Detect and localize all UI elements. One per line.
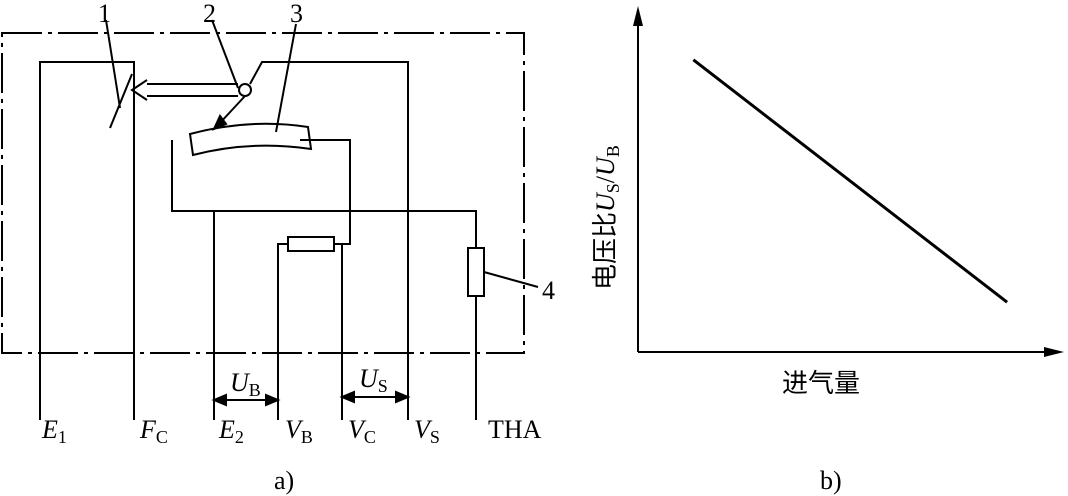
terminal-tha-main: THA	[488, 415, 542, 444]
ub-arrow-left	[211, 393, 227, 407]
y-label-num-sub: S	[603, 183, 623, 193]
wire-vs	[249, 61, 409, 420]
wire-e1	[39, 61, 135, 420]
x-axis-label: 进气量	[782, 369, 860, 399]
caption-b: b)	[820, 466, 842, 495]
wire-vb	[277, 243, 288, 420]
y-label-num: U	[591, 191, 620, 212]
callout-1-leader	[105, 19, 121, 109]
y-label-slash: /	[591, 175, 620, 183]
enclosure-dashdot	[1, 32, 525, 354]
circuit-diagram	[1, 19, 539, 420]
y-label-den-sub: B	[603, 145, 623, 157]
series-line	[692, 58, 1009, 304]
us-arrow-left	[339, 390, 355, 404]
terminal-vb-main: V	[285, 415, 304, 444]
measuring-flap-3	[188, 122, 313, 157]
y-axis-arrowhead	[633, 6, 643, 26]
chart-b	[633, 6, 1064, 357]
resistor-fixed	[287, 236, 335, 252]
callout-4-leader	[483, 271, 539, 288]
label-us-main: U	[359, 364, 380, 393]
label-ub: UB	[230, 368, 261, 400]
rheostat-1	[109, 73, 133, 129]
callout-3: 3	[290, 0, 303, 28]
terminal-vc: VC	[348, 415, 376, 447]
pivot	[238, 83, 252, 97]
arm-arrowhead	[130, 79, 148, 101]
terminal-e2-main: E	[218, 415, 235, 444]
terminal-vs-sub: S	[430, 427, 440, 447]
thermistor-4	[467, 247, 485, 297]
y-label-den: U	[591, 155, 620, 176]
x-axis-arrowhead	[1044, 347, 1064, 357]
terminal-vc-sub: C	[364, 427, 376, 447]
us-arrow-right	[395, 390, 411, 404]
caption-a: a)	[274, 466, 294, 495]
ub-arrow-right	[265, 393, 281, 407]
terminal-fc-main: F	[139, 415, 157, 444]
terminal-vb: VB	[285, 415, 313, 447]
label-us: US	[359, 364, 388, 396]
callout-2: 2	[203, 0, 216, 28]
y-axis-label: 电压比US/UB	[591, 145, 623, 290]
callout-3-leader	[275, 23, 297, 133]
terminal-e2: E2	[218, 415, 244, 447]
pointer-2-tip	[212, 114, 228, 131]
terminal-e1: E1	[41, 415, 67, 447]
terminal-e1-sub: 1	[58, 427, 67, 447]
terminal-fc: FC	[139, 415, 168, 447]
label-ub-main: U	[230, 368, 251, 397]
callout-2-leader	[211, 19, 239, 89]
terminal-vb-sub: B	[301, 427, 313, 447]
terminal-vs: VS	[414, 415, 440, 447]
terminal-tha: THA	[488, 415, 542, 444]
label-us-sub: S	[378, 376, 388, 396]
flap-box-right	[300, 139, 351, 245]
y-axis-label-text: 电压比US/UB	[591, 145, 623, 290]
terminal-e1-main: E	[41, 415, 58, 444]
terminal-fc-sub: C	[156, 427, 168, 447]
flap-box	[171, 140, 477, 248]
terminal-vc-main: V	[348, 415, 367, 444]
callout-4: 4	[542, 276, 555, 305]
callout-1: 1	[98, 0, 111, 28]
terminal-vs-main: V	[414, 415, 433, 444]
terminal-e2-sub: 2	[235, 427, 244, 447]
y-label-prefix: 电压比	[591, 212, 621, 290]
label-ub-sub: B	[249, 380, 261, 400]
